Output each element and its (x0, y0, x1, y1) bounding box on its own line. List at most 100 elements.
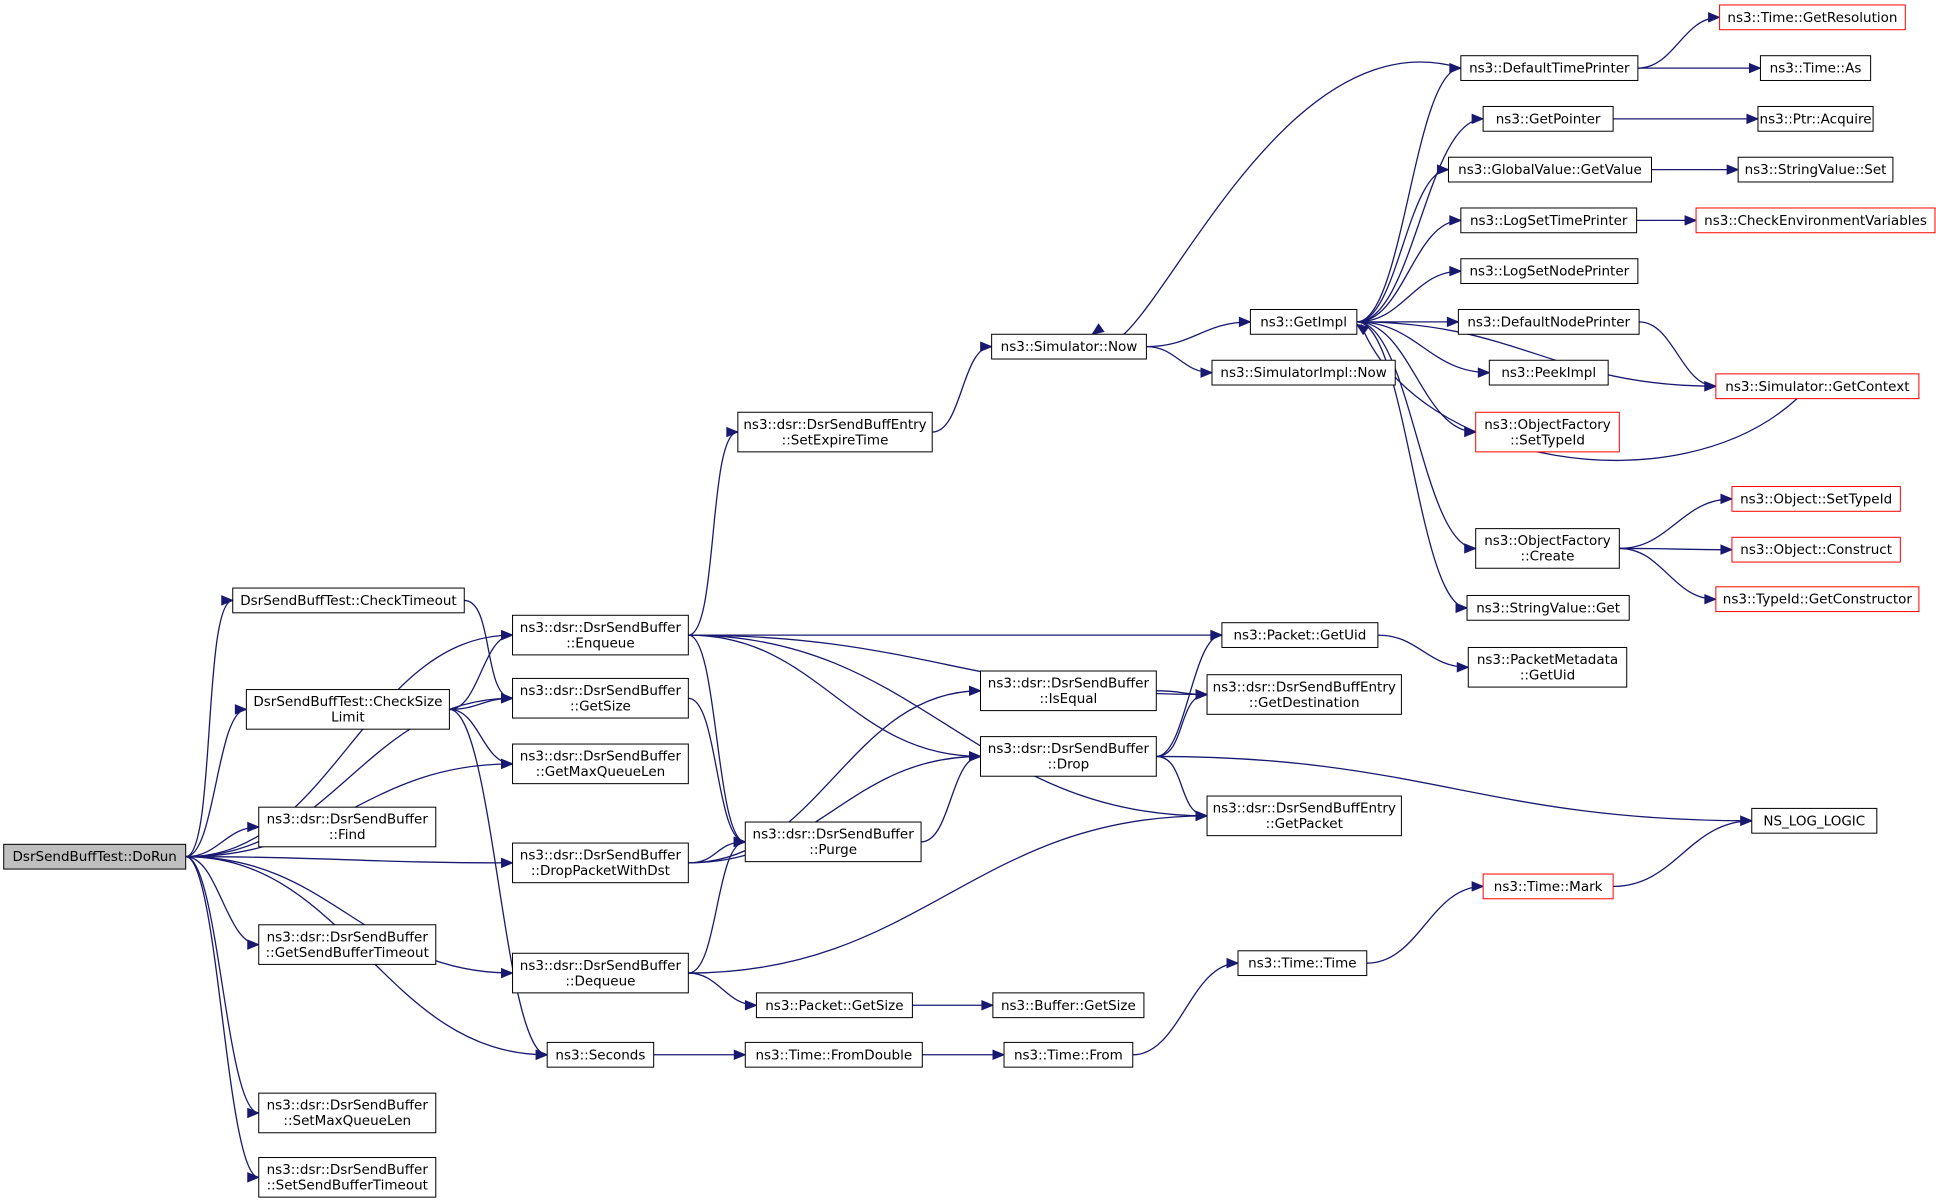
node-label: ns3::Time::FromDouble (755, 1047, 912, 1063)
node-simimplnow[interactable]: ns3::SimulatorImpl::Now (1211, 359, 1396, 386)
node-label: ns3::dsr::DsrSendBuffer (988, 741, 1150, 757)
node-getimpl[interactable]: ns3::GetImpl (1249, 309, 1358, 335)
edge-line (1356, 168, 1449, 323)
node-peekimpl[interactable]: ns3::PeekImpl (1488, 359, 1609, 386)
node-checktimeout[interactable]: DsrSendBuffTest::CheckTimeout (232, 587, 465, 614)
node-label: ns3::GetPointer (1496, 111, 1601, 127)
node-objsettypeid[interactable]: ns3::Object::SetTypeId (1731, 486, 1901, 512)
edge-arrowhead (1464, 543, 1478, 554)
edge-timefrom-timetime (1132, 957, 1240, 1056)
edge-getimpl-svget (1356, 321, 1469, 614)
edge-line (688, 634, 981, 758)
edge-checksize-seconds (449, 708, 549, 1061)
node-droppkt[interactable]: ns3::dsr::DsrSendBuffer::DropPacketWithD… (512, 842, 689, 884)
node-fromdouble[interactable]: ns3::Time::FromDouble (744, 1041, 923, 1068)
node-seconds[interactable]: ns3::Seconds (546, 1041, 655, 1068)
node-pmgetuid[interactable]: ns3::PacketMetadata::GetUid (1467, 646, 1628, 688)
node-getpointer[interactable]: ns3::GetPointer (1482, 105, 1614, 132)
node-label: ns3::Seconds (555, 1047, 645, 1063)
node-box (512, 952, 689, 994)
node-box (258, 1157, 437, 1198)
node-box (1475, 411, 1620, 453)
node-nslog[interactable]: NS_LOG_LOGIC (1751, 807, 1878, 834)
edge-dorun-setmaxq (185, 856, 261, 1119)
node-defaultnp[interactable]: ns3::DefaultNodePrinter (1457, 309, 1640, 335)
edge-arrowhead (968, 685, 982, 697)
node-drop[interactable]: ns3::dsr::DsrSendBuffer::Drop (979, 736, 1157, 777)
node-logsettp[interactable]: ns3::LogSetTimePrinter (1460, 207, 1638, 234)
node-box (979, 670, 1157, 712)
node-tidgetctor[interactable]: ns3::TypeId::GetConstructor (1715, 586, 1920, 613)
edge-arrowhead (1477, 367, 1491, 378)
edge-getimpl-logsetnp (1356, 265, 1463, 323)
edge-line (1356, 118, 1484, 323)
node-getsbt[interactable]: ns3::dsr::DsrSendBuffer::GetSendBufferTi… (258, 924, 437, 965)
edge-line (1146, 321, 1251, 348)
node-ofcreate[interactable]: ns3::ObjectFactory::Create (1475, 528, 1620, 569)
node-defaulttp[interactable]: ns3::DefaultTimePrinter (1460, 55, 1639, 81)
node-label: ns3::dsr::DsrSendBuffEntry (1213, 679, 1396, 695)
edge-arrowhead (501, 629, 514, 641)
node-box (1751, 807, 1878, 834)
node-dorun[interactable]: DsrSendBuffTest::DoRun (3, 843, 187, 870)
node-isequal[interactable]: ns3::dsr::DsrSendBuffer::IsEqual (979, 670, 1157, 712)
node-simnow[interactable]: ns3::Simulator::Now (991, 333, 1147, 360)
node-timetime[interactable]: ns3::Time::Time (1237, 950, 1368, 977)
node-logsetnp[interactable]: ns3::LogSetNodePrinter (1460, 258, 1639, 285)
edge-setexpire-simnow (932, 341, 993, 433)
node-timeas[interactable]: ns3::Time::As (1759, 55, 1872, 81)
node-getpacket[interactable]: ns3::dsr::DsrSendBuffEntry::GetPacket (1206, 795, 1402, 837)
node-svget[interactable]: ns3::StringValue::Get (1466, 594, 1630, 621)
edge-gvgetvalue-svset (1651, 164, 1740, 175)
node-dequeue[interactable]: ns3::dsr::DsrSendBuffer::Dequeue (512, 952, 689, 994)
node-setsbt[interactable]: ns3::dsr::DsrSendBuffer::SetSendBufferTi… (258, 1157, 437, 1198)
edge-line (688, 755, 981, 864)
node-setmaxq[interactable]: ns3::dsr::DsrSendBuffer::SetMaxQueueLen (258, 1092, 437, 1134)
node-box (258, 806, 437, 848)
node-label: ::SetSendBufferTimeout (267, 1178, 428, 1194)
node-svset[interactable]: ns3::StringValue::Set (1737, 156, 1894, 183)
node-box (1206, 795, 1402, 837)
node-pktgetsize[interactable]: ns3::Packet::GetSize (755, 992, 913, 1019)
node-label: ns3::dsr::DsrSendBuffer (520, 958, 682, 974)
node-find[interactable]: ns3::dsr::DsrSendBuffer::Find (258, 806, 437, 848)
edge-line (688, 815, 1208, 974)
edge-arrowhead (1195, 689, 1209, 700)
edge-line (185, 634, 513, 858)
edge-arrowhead (1720, 544, 1734, 555)
node-box (737, 411, 933, 453)
node-getuid[interactable]: ns3::Packet::GetUid (1221, 622, 1379, 648)
node-box (1719, 4, 1906, 31)
edge-line (1156, 693, 1208, 758)
node-simgetctx[interactable]: ns3::Simulator::GetContext (1715, 373, 1920, 400)
node-timemark[interactable]: ns3::Time::Mark (1482, 873, 1614, 900)
edge-ofcreate-objsettypeid (1619, 493, 1734, 550)
node-label: ns3::Time::Time (1248, 956, 1356, 972)
node-bufgetsize[interactable]: ns3::Buffer::GetSize (992, 992, 1145, 1019)
node-getmaxq[interactable]: ns3::dsr::DsrSendBuffer::GetMaxQueueLen (512, 743, 689, 785)
node-objconstruct[interactable]: ns3::Object::Construct (1731, 536, 1901, 563)
node-getres[interactable]: ns3::Time::GetResolution (1719, 4, 1906, 31)
node-label: ns3::dsr::DsrSendBuffEntry (743, 417, 926, 433)
edge-arrowhead (501, 692, 514, 704)
edge-line (185, 856, 513, 864)
edge-line (185, 599, 233, 858)
node-getsize[interactable]: ns3::dsr::DsrSendBuffer::GetSize (512, 677, 689, 719)
node-label: ::GetDestination (1249, 695, 1360, 711)
node-purge[interactable]: ns3::dsr::DsrSendBuffer::Purge (744, 821, 922, 863)
node-label: ns3::CheckEnvironmentVariables (1704, 213, 1927, 229)
node-checkenv[interactable]: ns3::CheckEnvironmentVariables (1695, 207, 1936, 234)
node-enqueue[interactable]: ns3::dsr::DsrSendBuffer::Enqueue (512, 614, 689, 656)
node-label: ::Drop (1048, 757, 1090, 773)
node-gvgetvalue[interactable]: ns3::GlobalValue::GetValue (1447, 156, 1652, 183)
node-ptracquire[interactable]: ns3::Ptr::Acquire (1757, 105, 1874, 132)
node-timefrom[interactable]: ns3::Time::From (1003, 1041, 1134, 1068)
node-getdest[interactable]: ns3::dsr::DsrSendBuffEntry::GetDestinati… (1206, 674, 1402, 715)
node-ofsettypeid[interactable]: ns3::ObjectFactory::SetTypeId (1475, 411, 1620, 453)
node-label: ns3::dsr::DsrSendBuffer (267, 1098, 429, 1114)
node-label: ns3::PeekImpl (1501, 365, 1596, 381)
node-setexpire[interactable]: ns3::dsr::DsrSendBuffEntry::SetExpireTim… (737, 411, 933, 453)
edge-line (1366, 885, 1484, 964)
edge-line (1091, 61, 1462, 346)
